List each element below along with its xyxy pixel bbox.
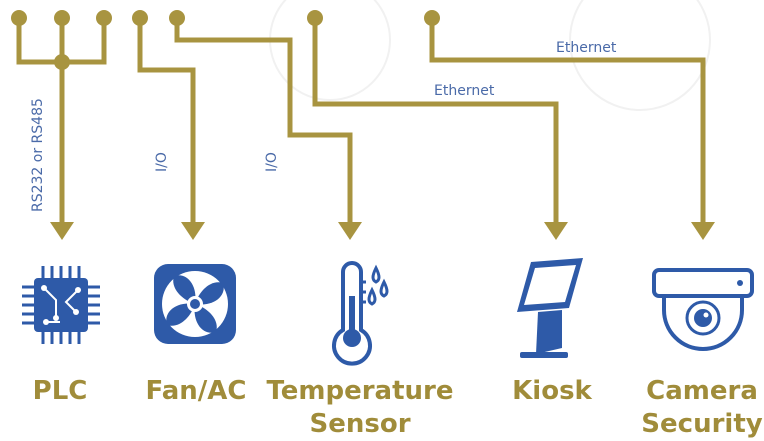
- device-label-fan: Fan/AC: [146, 376, 247, 406]
- port-dot: [54, 10, 70, 26]
- kiosk-icon: [517, 258, 583, 358]
- link-label-fan-io: I/O: [154, 152, 170, 172]
- connection-points: [11, 10, 440, 70]
- arrow-temp: [338, 222, 362, 240]
- wire-serial-left: [16, 18, 62, 65]
- wire-kiosk: [312, 18, 559, 222]
- device-label-temperature: Temperature: [266, 376, 453, 406]
- device-labels: PLC Fan/AC Temperature Sensor Kiosk Came…: [33, 376, 763, 439]
- device-label-kiosk: Kiosk: [512, 376, 592, 406]
- fan-icon: [154, 264, 236, 344]
- device-label-camera: Camera: [646, 376, 758, 406]
- wiring: [16, 18, 706, 222]
- port-dot: [307, 10, 323, 26]
- wire-fan: [137, 18, 196, 222]
- wire-temp: [174, 18, 353, 222]
- port-dot: [424, 10, 440, 26]
- port-dot: [132, 10, 148, 26]
- chip-icon: [22, 266, 100, 344]
- wire-serial-right: [62, 18, 107, 65]
- link-labels: RS232 or RS485 I/O I/O Ethernet Ethernet: [30, 40, 617, 212]
- port-dot: [11, 10, 27, 26]
- arrow-fan: [181, 222, 205, 240]
- link-label-kiosk-ethernet: Ethernet: [434, 83, 495, 99]
- arrow-kiosk: [544, 222, 568, 240]
- dome-camera-icon: [652, 268, 754, 351]
- device-label-plc: PLC: [33, 376, 88, 406]
- wire-camera: [429, 18, 706, 222]
- device-label-sensor: Sensor: [309, 409, 410, 439]
- link-label-temp-io: I/O: [264, 152, 280, 172]
- junction-dot: [54, 54, 70, 70]
- link-label-camera-ethernet: Ethernet: [556, 40, 617, 56]
- thermometer-icon: [332, 261, 389, 366]
- port-dot: [169, 10, 185, 26]
- device-label-security: Security: [641, 409, 762, 439]
- arrowheads: [50, 222, 715, 240]
- port-dot: [96, 10, 112, 26]
- link-label-serial: RS232 or RS485: [30, 98, 46, 212]
- arrow-camera: [691, 222, 715, 240]
- arrow-plc: [50, 222, 74, 240]
